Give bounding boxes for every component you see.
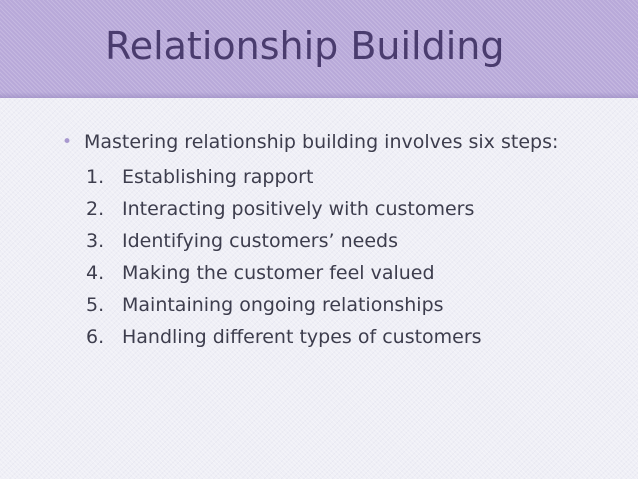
step-item: 3. Identifying customers’ needs [60, 225, 600, 257]
steps-list: 1. Establishing rapport 2. Interacting p… [60, 161, 600, 353]
step-item: 4. Making the customer feel valued [60, 257, 600, 289]
step-number: 3. [86, 230, 105, 252]
bullet-text: Mastering relationship building involves… [84, 131, 559, 153]
step-text: Making the customer feel valued [122, 262, 435, 284]
step-item: 2. Interacting positively with customers [60, 193, 600, 225]
step-item: 5. Maintaining ongoing relationships [60, 289, 600, 321]
step-text: Interacting positively with customers [122, 198, 475, 220]
title-band: Relationship Building [0, 0, 638, 98]
step-item: 6. Handling different types of customers [60, 321, 600, 353]
slide-content: • Mastering relationship building involv… [60, 128, 600, 353]
bullet-dot-icon: • [62, 132, 73, 152]
step-text: Identifying customers’ needs [122, 230, 398, 252]
step-number: 5. [86, 294, 105, 316]
step-text: Handling different types of customers [122, 326, 482, 348]
slide-title: Relationship Building [105, 24, 505, 68]
step-text: Maintaining ongoing relationships [122, 294, 444, 316]
bullet-item: • Mastering relationship building involv… [60, 128, 600, 157]
step-number: 2. [86, 198, 105, 220]
step-number: 6. [86, 326, 105, 348]
step-number: 4. [86, 262, 105, 284]
step-text: Establishing rapport [122, 166, 314, 188]
step-number: 1. [86, 166, 105, 188]
step-item: 1. Establishing rapport [60, 161, 600, 193]
